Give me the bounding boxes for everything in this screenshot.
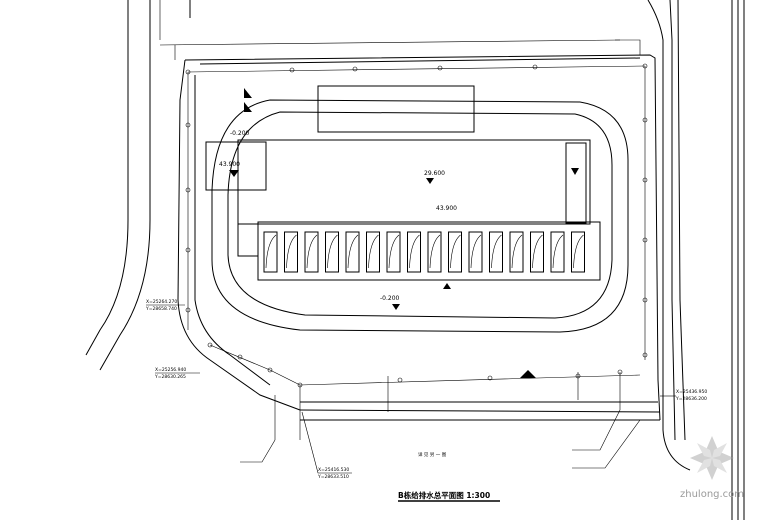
- car-bay: [509, 231, 524, 273]
- manhole: [352, 66, 358, 72]
- coord-bottom-x: X=25416.530: [318, 467, 349, 473]
- manhole: [642, 117, 648, 123]
- manhole: [185, 307, 191, 313]
- car-bay-arc: [327, 234, 338, 269]
- car-bay: [427, 231, 442, 273]
- manhole: [267, 367, 273, 373]
- car-bay-arc: [368, 234, 379, 269]
- elev-arrow: [426, 178, 434, 184]
- car-bay: [550, 231, 565, 273]
- car-bay: [571, 231, 585, 273]
- elevation-markers: -0.200 43.900 29.600 43.900 -0.200: [219, 88, 579, 378]
- coord-left-mid-x: X=25256.940: [155, 367, 186, 373]
- car-bay: [386, 231, 401, 273]
- watermark-text: zhulong.com: [680, 489, 744, 500]
- car-bay-arc: [511, 234, 523, 269]
- car-bays: [263, 231, 585, 273]
- manhole: [575, 373, 581, 379]
- drain-network: [187, 65, 646, 440]
- coord-right-y: Y=28636.200: [675, 396, 707, 402]
- elev-arrow: [229, 170, 239, 177]
- manhole: [185, 122, 191, 128]
- elev-yard-low: -0.200: [380, 295, 400, 302]
- manhole: [237, 354, 243, 360]
- manhole: [642, 297, 648, 303]
- main-building: [205, 139, 591, 257]
- car-bay-arc: [450, 234, 461, 269]
- manhole: [642, 237, 648, 243]
- elev-left-pad: 43.900: [219, 161, 240, 168]
- manhole: [207, 342, 213, 348]
- car-bay-arc: [470, 234, 482, 269]
- manhole: [487, 375, 493, 381]
- car-bay-arc: [265, 234, 277, 269]
- site-boundary: [159, 39, 661, 421]
- car-bay: [407, 231, 421, 273]
- manhole: [397, 377, 403, 383]
- car-bay: [263, 231, 278, 273]
- coord-left-upper-y: Y=28658.740: [145, 306, 177, 312]
- left-road: [85, 0, 191, 371]
- car-bay: [468, 231, 483, 273]
- north-marker: [244, 88, 252, 98]
- elev-arrow: [520, 370, 536, 378]
- manhole: [289, 67, 295, 73]
- car-bay: [284, 231, 298, 273]
- watermark-logo: [690, 436, 734, 480]
- car-bay-arc: [552, 234, 564, 269]
- car-bay-arc: [306, 234, 318, 269]
- right-road: [647, 0, 745, 520]
- car-bay: [325, 231, 339, 273]
- top-building: [317, 85, 475, 133]
- car-bay: [345, 231, 360, 273]
- manhole: [297, 382, 303, 388]
- car-bay: [489, 231, 503, 273]
- car-bay-strip: [257, 221, 601, 281]
- car-bay: [366, 231, 380, 273]
- manhole: [642, 63, 648, 69]
- manhole: [617, 369, 623, 375]
- car-bay-arc: [491, 234, 502, 269]
- wall-note: 详 见 另 一 图: [418, 451, 447, 458]
- elev-arrow: [443, 283, 451, 289]
- manhole: [185, 247, 191, 253]
- elev-arrow: [392, 304, 400, 310]
- car-bay-arc: [347, 234, 359, 269]
- coord-right-x: X=25436.950: [676, 389, 707, 395]
- elev-arrow: [571, 168, 579, 175]
- manhole: [185, 187, 191, 193]
- north-marker: [244, 102, 252, 112]
- coord-left-upper-x: X=25264.270: [146, 299, 177, 305]
- manholes: [185, 63, 648, 388]
- car-bay: [530, 231, 544, 273]
- manhole: [532, 64, 538, 70]
- car-bay-arc: [286, 234, 297, 269]
- coordinate-callouts: X=25264.270 Y=28658.740 X=25256.940 Y=28…: [145, 299, 707, 480]
- manhole: [642, 177, 648, 183]
- car-bay-arc: [409, 234, 420, 269]
- car-bay-arc: [429, 234, 441, 269]
- car-bay-arc: [532, 234, 543, 269]
- coord-bottom-y: Y=28633.510: [317, 474, 349, 480]
- coord-left-mid-y: Y=28630.265: [154, 374, 186, 380]
- inner-driveway: [211, 99, 629, 333]
- car-bay: [448, 231, 462, 273]
- car-bay: [304, 231, 319, 273]
- elev-roof-top: 29.600: [424, 170, 445, 177]
- elev-roof-main: 43.900: [436, 205, 457, 212]
- manhole: [185, 69, 191, 75]
- drawing-title: B栋给排水总平面图 1:300: [398, 490, 490, 500]
- manhole: [437, 65, 443, 71]
- car-bay-arc: [573, 234, 584, 269]
- elev-left-top: -0.200: [230, 130, 250, 137]
- car-bay-arc: [388, 234, 400, 269]
- manhole: [642, 352, 648, 358]
